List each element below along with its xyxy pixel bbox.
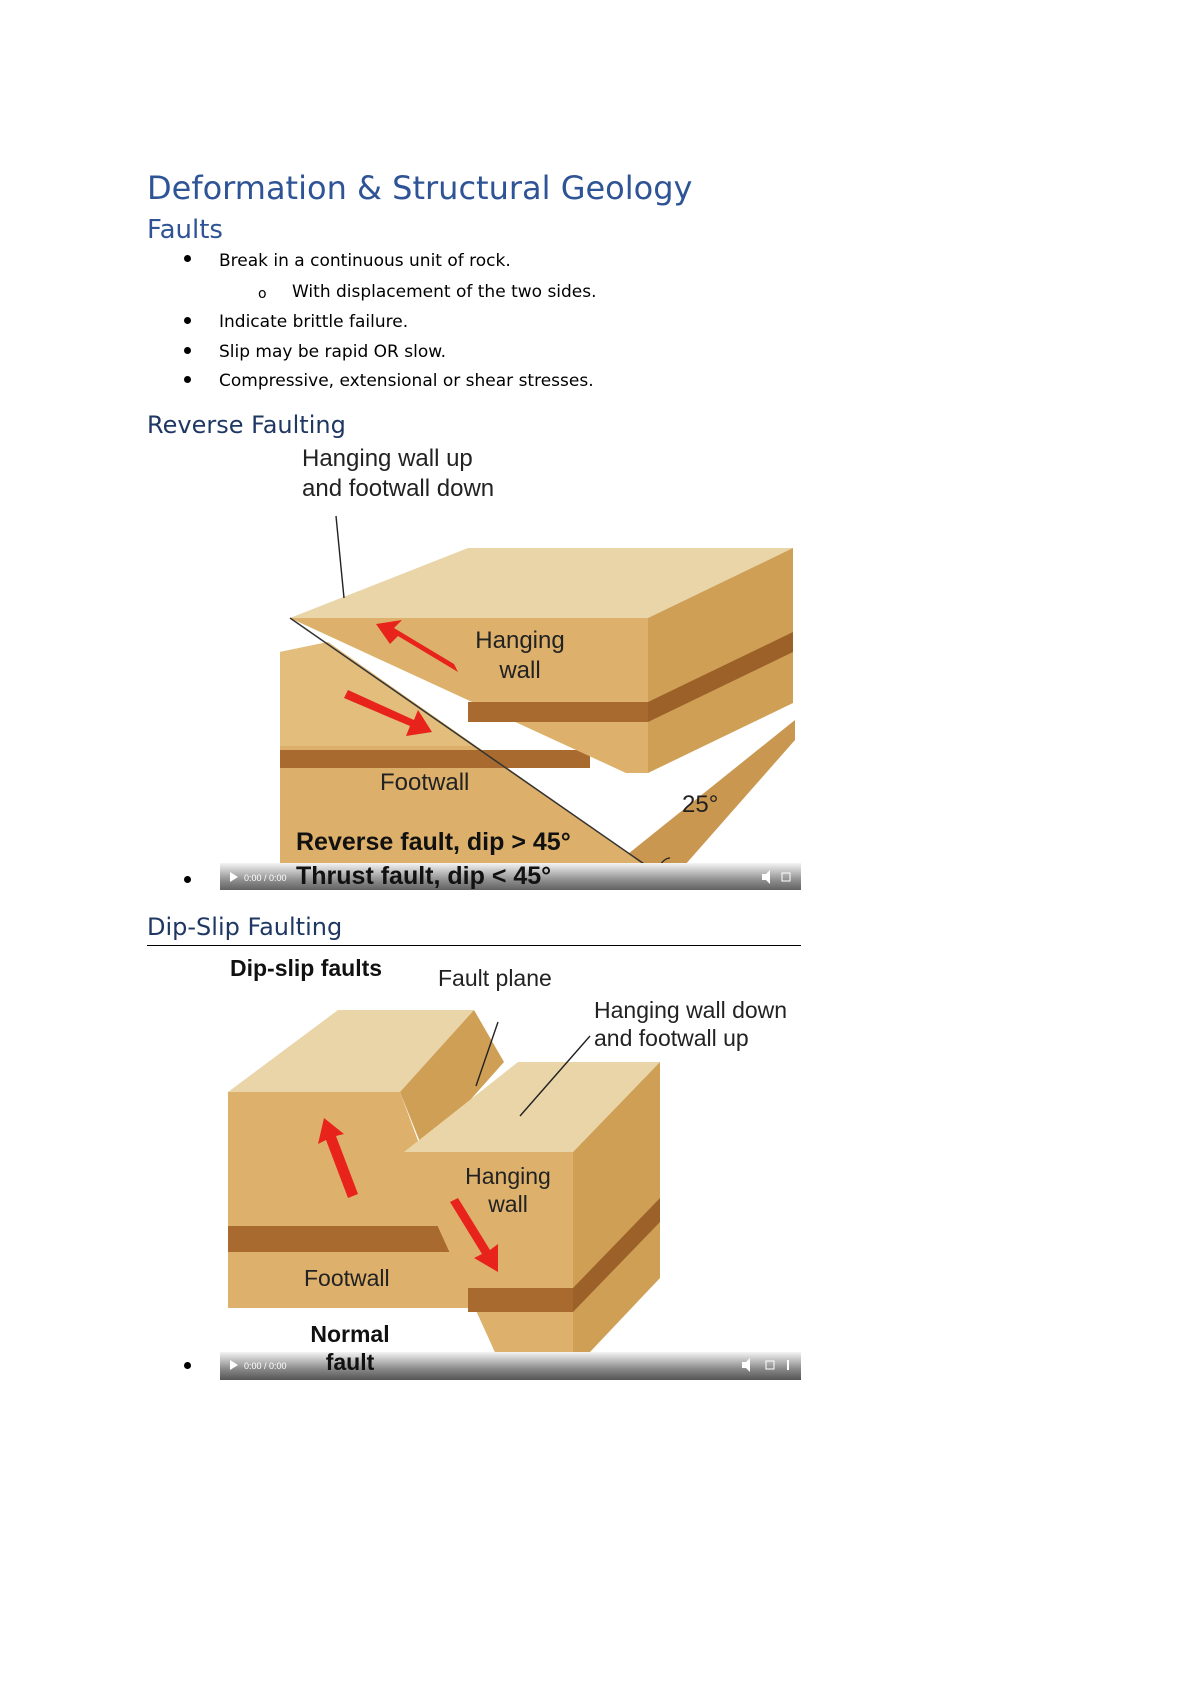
media-player-bar[interactable]: 0:00 / 0:00 xyxy=(220,1352,803,1380)
player-time: 0:00 / 0:00 xyxy=(244,873,287,883)
list-item: Indicate brittle failure. xyxy=(219,312,409,332)
thrust-caption: Thrust fault, dip < 45° xyxy=(296,862,551,890)
figure-title: Dip-slip faults xyxy=(230,955,382,981)
bullet-dot xyxy=(184,1362,191,1369)
footwall-top xyxy=(228,1010,474,1092)
faults-heading: Faults xyxy=(147,215,223,245)
list-item: Break in a continuous unit of rock. xyxy=(219,251,511,271)
red-arrow-down-icon xyxy=(450,1198,498,1272)
hanging-wall-side xyxy=(648,548,793,773)
page-title: Deformation & Structural Geology xyxy=(147,169,693,207)
list-item: Slip may be rapid OR slow. xyxy=(219,342,446,362)
hanging-wall-label-2: wall xyxy=(487,1191,528,1217)
reverse-fault-figure: Hanging wall up and footwall down Hangin… xyxy=(218,440,803,893)
hanging-wall-band xyxy=(468,702,648,722)
hanging-wall-label-1: Hanging xyxy=(475,627,564,654)
volume-icon[interactable] xyxy=(762,870,770,884)
hanging-wall-label-2: wall xyxy=(498,657,540,684)
bullet-dot xyxy=(184,876,191,883)
hanging-wall-front xyxy=(290,618,648,773)
fullscreen-icon[interactable] xyxy=(765,1360,775,1370)
media-player-bar[interactable]: 0:00 / 0:00 xyxy=(220,863,803,893)
footwall-edge xyxy=(628,720,795,882)
hanging-wall-top xyxy=(404,1062,660,1152)
footwall-label: Footwall xyxy=(380,769,469,796)
hanging-wall-top xyxy=(290,548,793,618)
bullet-dot xyxy=(184,317,191,324)
hanging-wall-side xyxy=(573,1062,660,1370)
red-arrow-up-icon xyxy=(318,1118,358,1198)
hanging-wall-label-1: Hanging xyxy=(465,1163,551,1189)
callout-text-2: and footwall up xyxy=(594,1025,749,1051)
normal-caption-2: fault xyxy=(326,1349,375,1375)
dip-slip-figure: Dip-slip faults Fault plane Hanging wall… xyxy=(218,950,803,1380)
bullet-dot xyxy=(184,347,191,354)
volume-icon[interactable] xyxy=(742,1358,750,1372)
red-arrow-down-icon xyxy=(344,690,432,736)
red-arrow-up-icon xyxy=(376,620,458,672)
dip-slip-heading: Dip-Slip Faulting xyxy=(147,913,343,941)
reverse-fault-diagram: Hanging wall up and footwall down Hangin… xyxy=(220,445,803,893)
more-options-icon[interactable] xyxy=(787,1360,789,1370)
fullscreen-icon[interactable] xyxy=(781,872,791,882)
list-item: Compressive, extensional or shear stress… xyxy=(219,371,594,391)
fault-plane-face xyxy=(400,1010,504,1152)
reverse-faulting-heading: Reverse Faulting xyxy=(147,411,346,439)
footwall-band xyxy=(280,750,590,768)
dip-slip-diagram: Dip-slip faults Fault plane Hanging wall… xyxy=(220,955,803,1380)
normal-caption-1: Normal xyxy=(310,1321,389,1347)
footwall-label: Footwall xyxy=(304,1265,390,1291)
angle-label: 25° xyxy=(682,791,718,818)
footwall-band xyxy=(228,1226,456,1252)
list-item: With displacement of the two sides. xyxy=(292,282,597,302)
play-icon[interactable] xyxy=(230,1360,238,1370)
play-icon[interactable] xyxy=(230,872,238,882)
player-time: 0:00 / 0:00 xyxy=(244,1361,287,1371)
bullet-dot xyxy=(184,376,191,383)
callout-text-1: Hanging wall down xyxy=(594,997,787,1023)
reverse-caption: Reverse fault, dip > 45° xyxy=(296,828,571,856)
callout-text-1: Hanging wall up xyxy=(302,445,473,472)
callout-text-2: and footwall down xyxy=(302,475,494,502)
hanging-wall-band xyxy=(468,1288,573,1312)
fault-plane-label: Fault plane xyxy=(438,965,552,991)
sub-bullet-marker: o xyxy=(258,286,267,302)
heading-underline xyxy=(147,945,801,946)
bullet-dot xyxy=(184,255,191,262)
